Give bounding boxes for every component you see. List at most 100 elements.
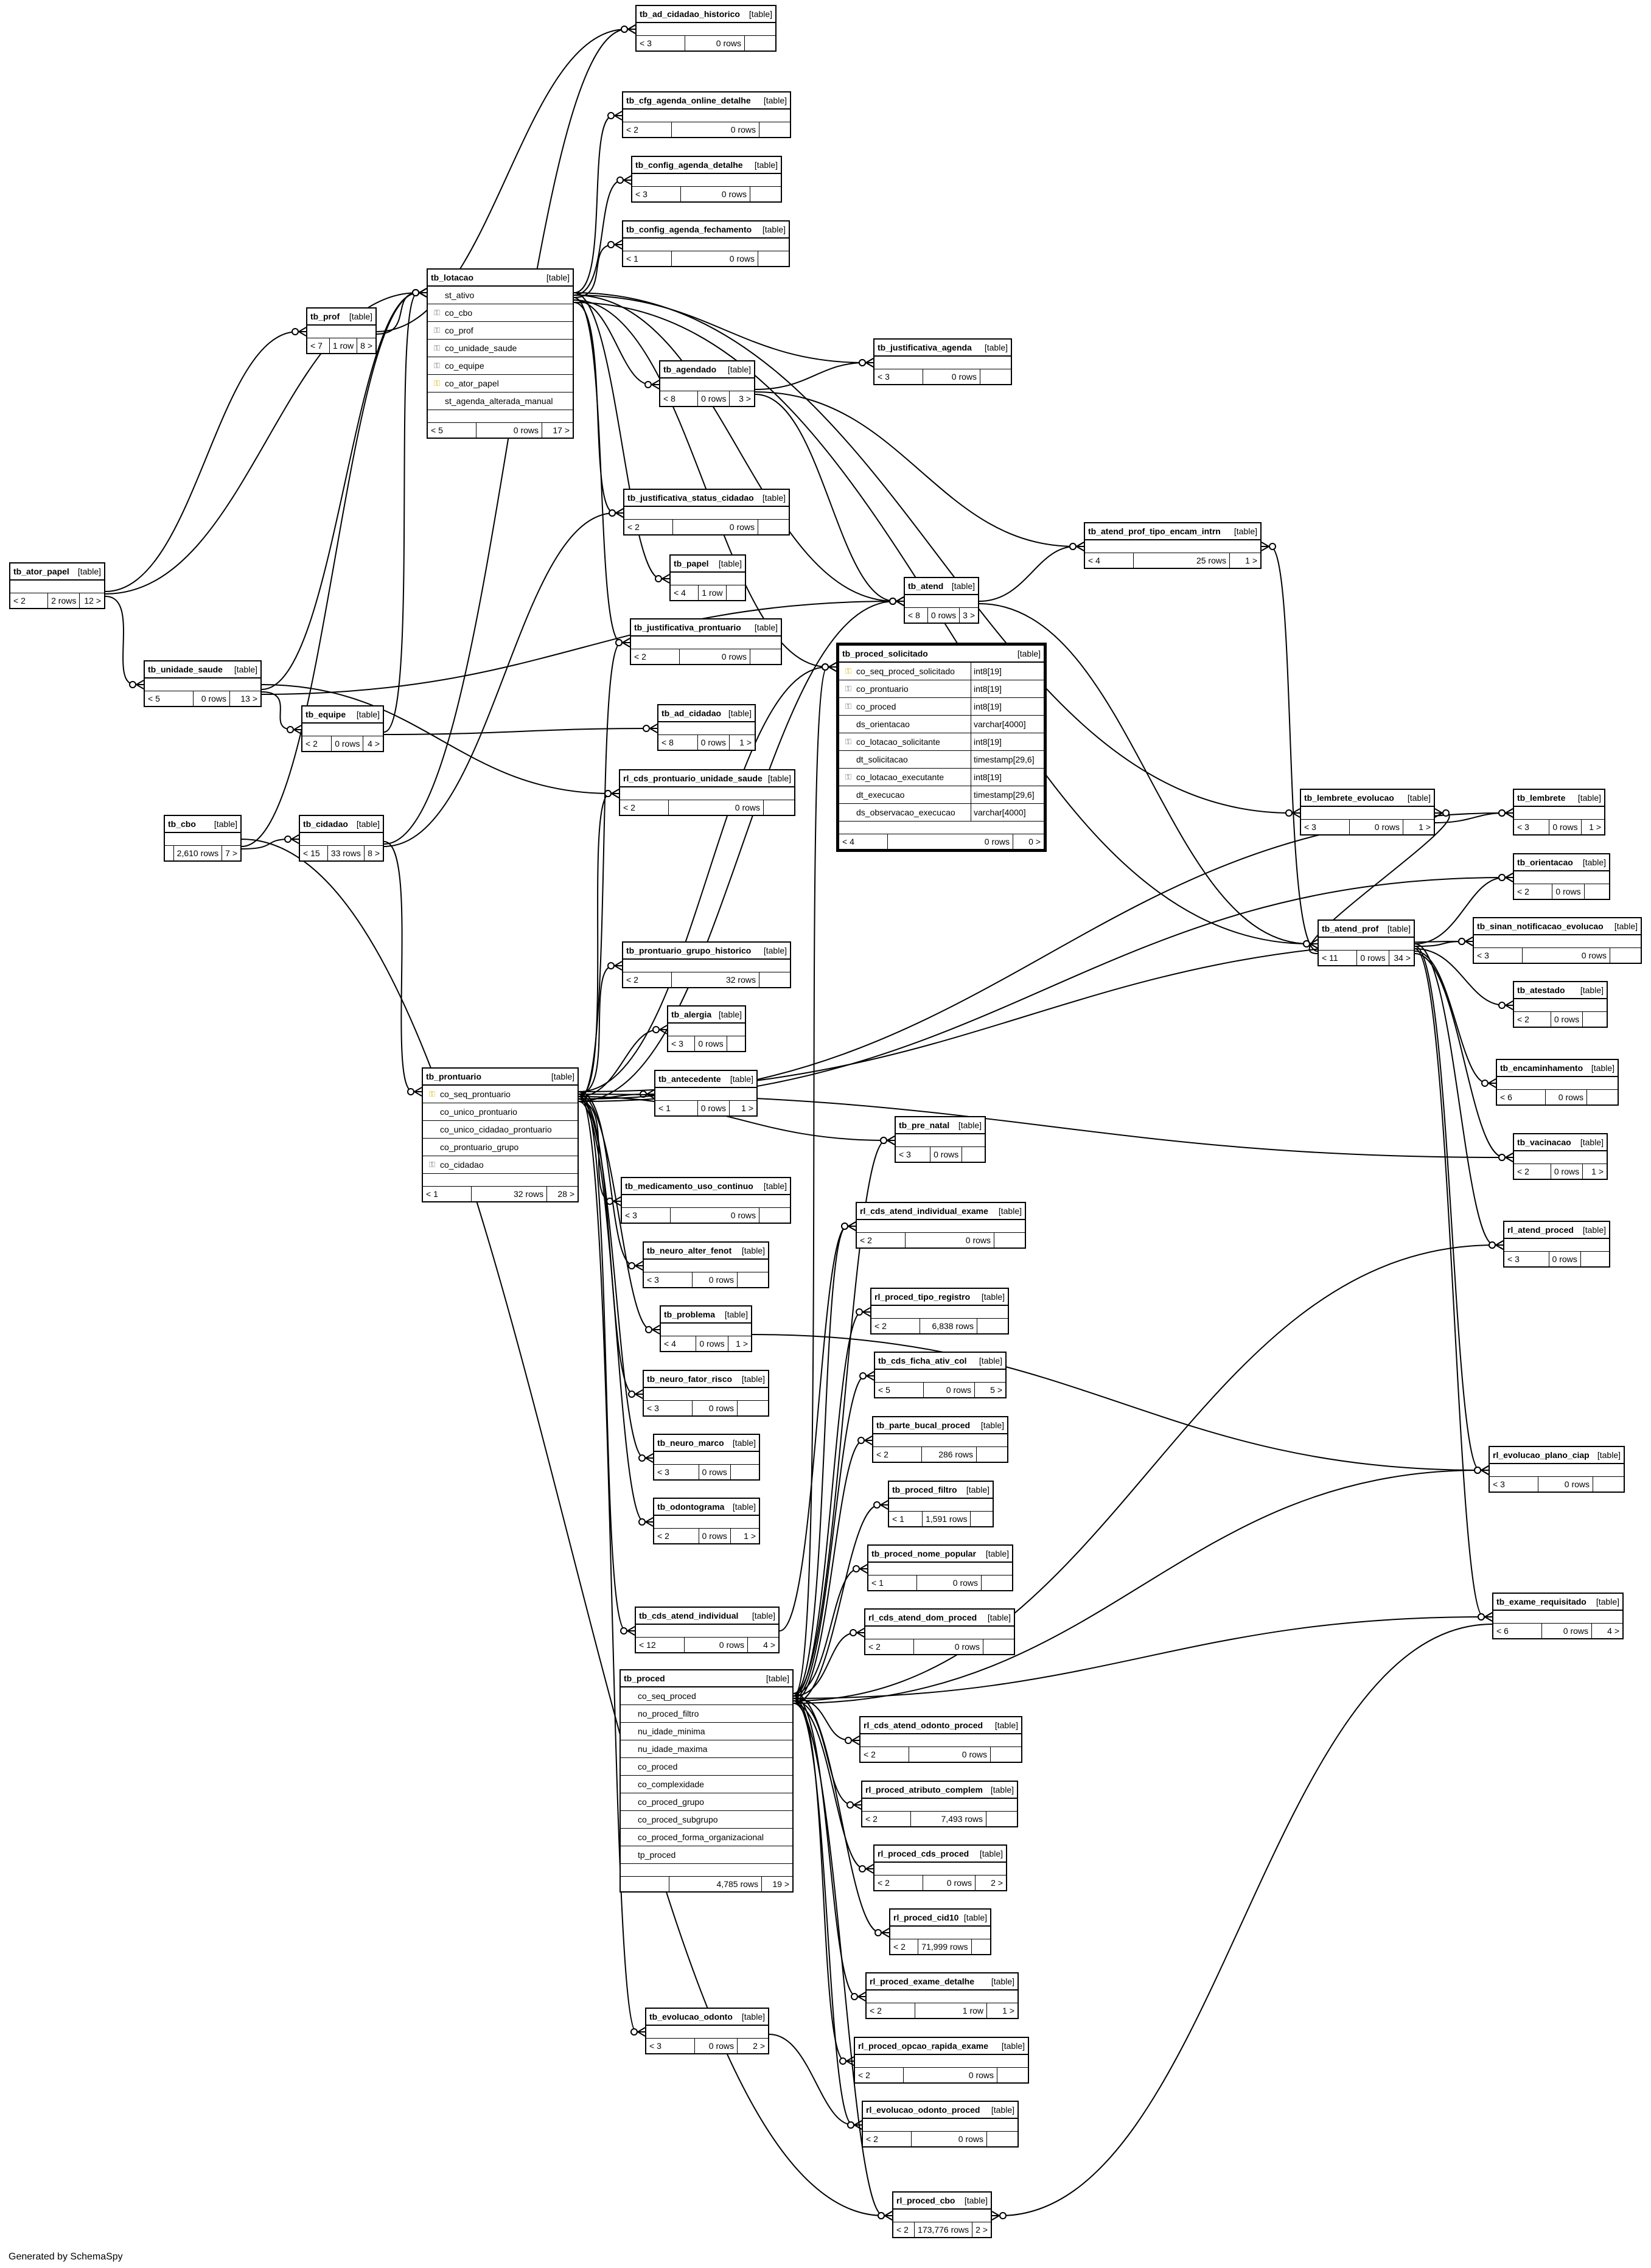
table-header[interactable]: tb_unidade_saude[table]: [145, 661, 260, 679]
table-name[interactable]: rl_proced_cds_proced: [878, 1849, 969, 1858]
table-header[interactable]: tb_lotacao[table]: [428, 270, 573, 287]
table-header[interactable]: tb_neuro_marco[table]: [654, 1435, 759, 1452]
table-header[interactable]: tb_neuro_alter_fenot[table]: [644, 1243, 768, 1260]
table-name[interactable]: rl_cds_atend_dom_proced: [868, 1613, 977, 1622]
table-header[interactable]: tb_papel[table]: [671, 556, 745, 573]
table-name[interactable]: tb_justificativa_prontuario: [634, 623, 741, 632]
table-header[interactable]: tb_lembrete[table]: [1514, 790, 1604, 807]
table-name[interactable]: tb_prof: [310, 312, 340, 321]
table-name[interactable]: tb_neuro_marco: [657, 1438, 724, 1448]
table-name[interactable]: rl_evolucao_plano_ciap: [1493, 1450, 1590, 1460]
table-name[interactable]: tb_papel: [674, 559, 709, 568]
table-header[interactable]: tb_proced_solicitado[table]: [839, 646, 1044, 663]
table-name[interactable]: rl_proced_cid10: [893, 1913, 959, 1922]
table-header[interactable]: tb_cds_atend_individual[table]: [636, 1608, 778, 1625]
table-header[interactable]: rl_cds_atend_dom_proced[table]: [865, 1610, 1014, 1627]
table-header[interactable]: rl_proced_tipo_registro[table]: [871, 1289, 1008, 1306]
table-name[interactable]: tb_neuro_alter_fenot: [647, 1246, 732, 1255]
table-name[interactable]: rl_atend_proced: [1507, 1225, 1574, 1235]
table-header[interactable]: tb_encaminhamento[table]: [1497, 1060, 1618, 1077]
table-name[interactable]: rl_proced_opcao_rapida_exame: [858, 2041, 988, 2051]
table-header[interactable]: tb_prontuario[table]: [423, 1069, 578, 1086]
table-header[interactable]: rl_evolucao_odonto_proced[table]: [863, 2102, 1017, 2119]
table-name[interactable]: tb_prontuario: [426, 1072, 481, 1081]
column-row[interactable]: ⚿co_cbo: [428, 304, 573, 322]
table-name[interactable]: tb_lotacao: [431, 273, 474, 282]
table-name[interactable]: tb_equipe: [305, 710, 346, 719]
table-header[interactable]: rl_cds_atend_individual_exame[table]: [857, 1203, 1025, 1220]
table-header[interactable]: tb_alergia[table]: [668, 1007, 745, 1024]
column-row[interactable]: co_proced: [621, 1758, 792, 1776]
table-header[interactable]: rl_proced_cid10[table]: [890, 1910, 990, 1927]
table-header[interactable]: tb_atend[table]: [905, 578, 978, 595]
column-row[interactable]: ⚿co_seq_prontuario: [423, 1086, 578, 1103]
table-header[interactable]: tb_justificativa_prontuario[table]: [631, 619, 781, 637]
table-name[interactable]: tb_medicamento_uso_continuo: [625, 1181, 753, 1191]
table-header[interactable]: tb_ator_papel[table]: [10, 564, 104, 581]
table-tb_lotacao[interactable]: tb_lotacao[table]st_ativo⚿co_cbo⚿co_prof…: [427, 268, 574, 439]
table-name[interactable]: rl_proced_tipo_registro: [874, 1292, 971, 1302]
table-header[interactable]: tb_justificativa_status_cidadao[table]: [624, 490, 789, 507]
table-header[interactable]: tb_atend_prof_tipo_encam_intrn[table]: [1085, 523, 1260, 540]
table-header[interactable]: tb_odontograma[table]: [654, 1499, 759, 1516]
table-header[interactable]: tb_medicamento_uso_continuo[table]: [622, 1178, 790, 1195]
table-header[interactable]: tb_equipe[table]: [302, 707, 383, 724]
column-row[interactable]: st_agenda_alterada_manual: [428, 393, 573, 410]
table-header[interactable]: rl_proced_opcao_rapida_exame[table]: [855, 2038, 1028, 2055]
table-name[interactable]: tb_atestado: [1517, 985, 1565, 995]
table-header[interactable]: tb_cds_ficha_ativ_col[table]: [875, 1353, 1005, 1370]
table-name[interactable]: tb_proced: [624, 1673, 665, 1683]
table-name[interactable]: rl_cds_prontuario_unidade_saude: [623, 773, 763, 783]
table-header[interactable]: tb_atend_prof[table]: [1319, 921, 1414, 938]
table-header[interactable]: tb_proced_nome_popular[table]: [868, 1546, 1012, 1563]
table-header[interactable]: rl_proced_cbo[table]: [893, 2193, 991, 2210]
table-header[interactable]: tb_antecedente[table]: [655, 1071, 756, 1088]
table-name[interactable]: tb_proced_solicitado: [842, 649, 928, 658]
column-row[interactable]: tp_proced: [621, 1846, 792, 1864]
table-name[interactable]: tb_config_agenda_detalhe: [635, 160, 743, 170]
table-name[interactable]: tb_parte_bucal_proced: [876, 1420, 971, 1430]
table-tb_justificativa_status_cidadao[interactable]: tb_justificativa_status_cidadao[table]< …: [623, 489, 790, 536]
table-header[interactable]: tb_proced_filtro[table]: [889, 1482, 993, 1499]
table-name[interactable]: tb_lembrete: [1517, 793, 1566, 803]
table-name[interactable]: tb_neuro_fator_risco: [647, 1374, 733, 1384]
table-header[interactable]: tb_problema[table]: [661, 1307, 751, 1324]
table-name[interactable]: tb_alergia: [671, 1010, 712, 1019]
table-header[interactable]: tb_cidadao[table]: [300, 816, 383, 833]
table-name[interactable]: rl_proced_atributo_complem: [865, 1785, 983, 1795]
table-header[interactable]: tb_pre_natal[table]: [896, 1117, 985, 1134]
column-row[interactable]: no_proced_filtro: [621, 1705, 792, 1723]
table-header[interactable]: rl_evolucao_plano_ciap[table]: [1490, 1447, 1624, 1464]
table-header[interactable]: tb_prontuario_grupo_historico[table]: [623, 943, 790, 960]
table-header[interactable]: tb_cfg_agenda_online_detalhe[table]: [623, 92, 790, 110]
table-name[interactable]: tb_exame_requisitado: [1496, 1597, 1586, 1607]
column-row[interactable]: co_seq_proced: [621, 1687, 792, 1705]
column-row[interactable]: co_prontuario_grupo: [423, 1139, 578, 1156]
